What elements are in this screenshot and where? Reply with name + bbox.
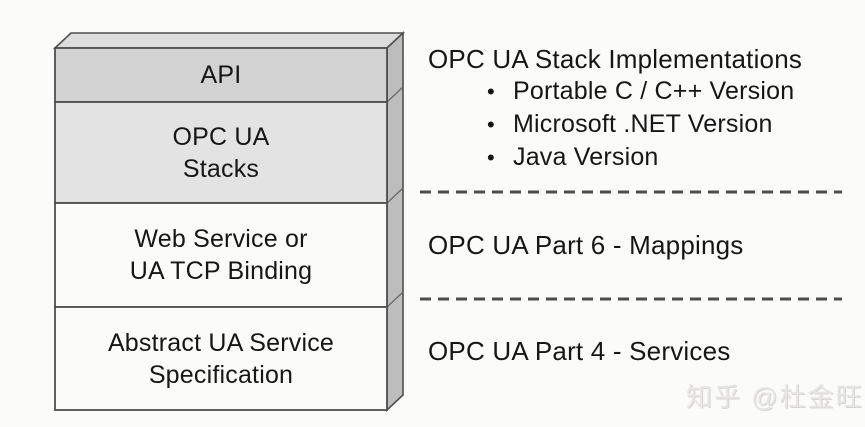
bullet-item-label: Microsoft .NET Version — [513, 110, 773, 138]
layer-label-line: API — [200, 61, 242, 89]
side-divider-1 — [386, 86, 404, 103]
bullet-item-java: • Java Version — [487, 141, 794, 174]
layer-rect-opc-ua-stacks — [54, 101, 388, 204]
layer-label-line: Web Service or — [134, 225, 308, 253]
side-divider-2 — [386, 187, 404, 204]
layer-label-web-service-binding: Web Service or UA TCP Binding — [55, 203, 387, 307]
bullet-item-label: Portable C / C++ Version — [513, 77, 795, 105]
bullet-item-microsoft-net: • Microsoft .NET Version — [487, 108, 794, 141]
layer-rect-abstract-service-spec — [54, 306, 388, 411]
box-top-face — [52, 32, 406, 49]
layer-label-line: Abstract UA Service — [107, 328, 335, 357]
layer-label-line: UA TCP Binding — [129, 257, 313, 285]
bullet-item-portable-c: • Portable C / C++ Version — [487, 75, 794, 108]
layer-label-line: OPC UA — [172, 122, 270, 151]
implementations-bullet-list: • Portable C / C++ Version • Microsoft .… — [487, 75, 794, 174]
bullet-item-label: Java Version — [513, 143, 659, 171]
implementations-title: OPC UA Stack Implementations — [428, 44, 803, 74]
layer-label-line: Stacks — [182, 154, 260, 183]
part4-services-label: OPC UA Part 4 - Services — [428, 336, 731, 366]
layer-rect-web-service-binding — [54, 202, 388, 308]
layer-label-api: API — [55, 48, 387, 102]
layer-label-abstract-service-spec: Abstract UA Service Specification — [55, 307, 387, 410]
zhihu-watermark: 知乎 @杜金旺 — [686, 382, 864, 412]
bullet-marker: • — [487, 79, 495, 104]
bullet-marker: • — [487, 145, 495, 170]
side-divider-3 — [386, 291, 404, 308]
layer-label-opc-ua-stacks: OPC UA Stacks — [55, 102, 387, 203]
bullet-marker: • — [487, 112, 495, 137]
part6-mappings-label: OPC UA Part 6 - Mappings — [428, 230, 744, 260]
layer-label-line: Specification — [148, 360, 294, 389]
